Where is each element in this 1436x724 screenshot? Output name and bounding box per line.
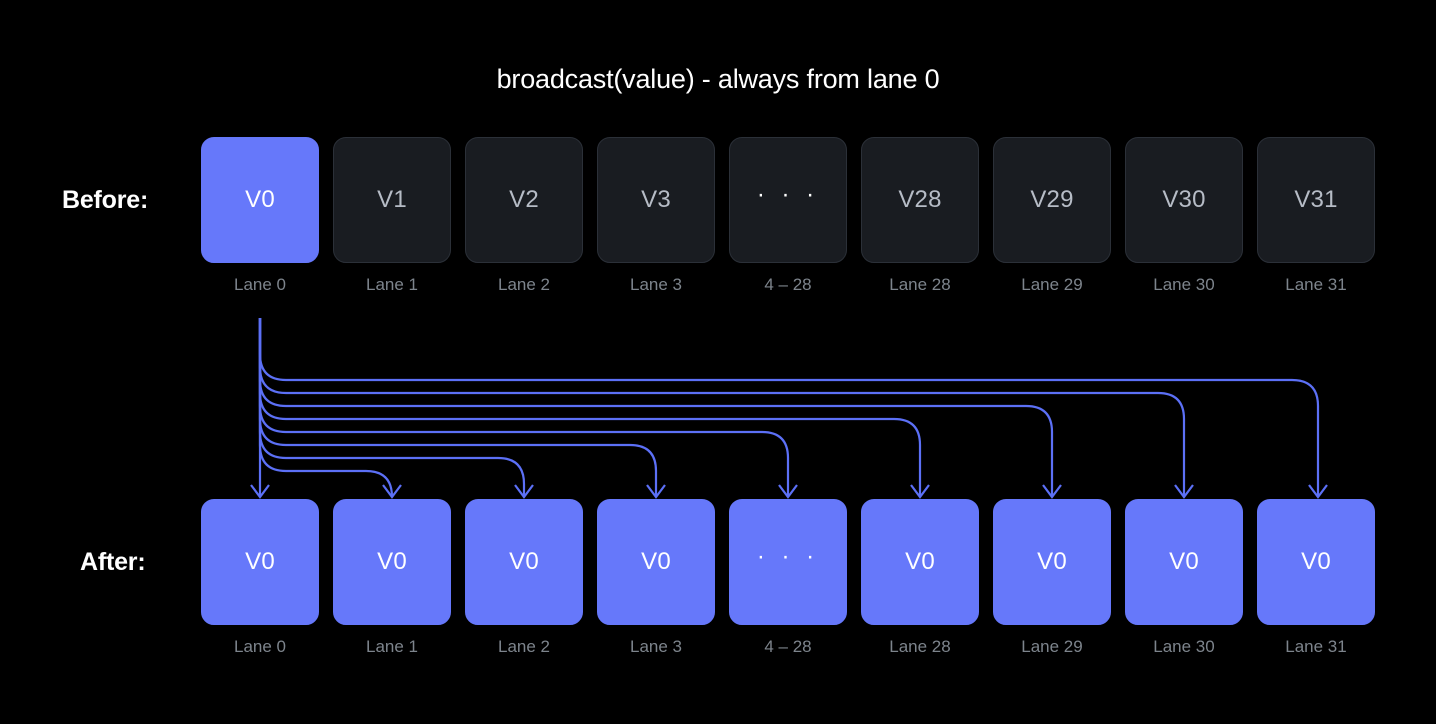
value-cell-after-0: V0 <box>201 499 319 625</box>
broadcast-arrow-to-lane-2-head <box>514 484 534 499</box>
value-cell-after-3: V0 <box>597 499 715 625</box>
value-cell-after-5: V0 <box>861 499 979 625</box>
lane-label-after-0: Lane 0 <box>234 637 286 656</box>
value-cell-before-2: V2 <box>465 137 583 263</box>
diagram-title: broadcast(value) - always from lane 0 <box>496 64 940 94</box>
lane-label-before-7: Lane 30 <box>1153 275 1215 294</box>
cell-value-text: V0 <box>1169 548 1199 575</box>
lane-label-before-3: Lane 3 <box>630 275 682 294</box>
lane-label-after-3: Lane 3 <box>630 637 682 656</box>
after-row-label: After: <box>80 548 146 576</box>
broadcast-arrow-to-lane-1-head <box>382 484 402 499</box>
broadcast-arrow-to-lane-7 <box>258 318 1186 497</box>
broadcast-arrow-to-lane-6 <box>258 318 1054 497</box>
lane-label-before-2: Lane 2 <box>498 275 550 294</box>
lane-before-4: · · · 4 – 28 <box>729 137 847 294</box>
lane-label-after-8: Lane 31 <box>1285 637 1347 656</box>
lane-label-after-1: Lane 1 <box>366 637 418 656</box>
cell-value-text: V0 <box>1037 548 1067 575</box>
value-cell-after-8: V0 <box>1257 499 1375 625</box>
value-cell-before-0: V0 <box>201 137 319 263</box>
broadcast-arrow-to-lane-0-head <box>250 484 270 499</box>
cell-value-text: V30 <box>1162 186 1206 213</box>
broadcast-arrow-to-lane-5-head <box>910 484 930 499</box>
lane-after-4: · · · 4 – 28 <box>729 499 847 656</box>
value-cell-after-6: V0 <box>993 499 1111 625</box>
lane-label-after-6: Lane 29 <box>1021 637 1083 656</box>
cell-value-text: V0 <box>377 548 407 575</box>
cell-value-text: V0 <box>245 548 275 575</box>
broadcast-arrow-to-lane-3 <box>258 318 658 497</box>
cell-value-text: V0 <box>641 548 671 575</box>
broadcast-arrow-to-lane-2 <box>258 318 526 497</box>
broadcast-arrow-to-lane-1 <box>258 318 394 498</box>
value-cell-after-1: V0 <box>333 499 451 625</box>
broadcast-arrow-to-lane-6-head <box>1042 484 1062 499</box>
lane-label-before-8: Lane 31 <box>1285 275 1347 294</box>
cell-value-text: V28 <box>898 186 942 213</box>
value-cell-before-8: V31 <box>1257 137 1375 263</box>
ellipsis-cell-after-4: · · · <box>729 499 847 625</box>
value-cell-after-7: V0 <box>1125 499 1243 625</box>
broadcast-arrow-to-lane-4-head <box>778 484 798 499</box>
cell-value-text: V0 <box>245 186 275 213</box>
value-cell-before-6: V29 <box>993 137 1111 263</box>
broadcast-arrow-to-lane-7-head <box>1174 484 1194 499</box>
lane-label-before-5: Lane 28 <box>889 275 951 294</box>
cell-value-text: V1 <box>377 186 407 213</box>
broadcast-arrow-to-lane-3-head <box>646 484 666 499</box>
value-cell-before-1: V1 <box>333 137 451 263</box>
ellipsis-cell-before-4: · · · <box>729 137 847 263</box>
broadcast-arrow-to-lane-5 <box>258 318 922 497</box>
value-cell-before-5: V28 <box>861 137 979 263</box>
lane-label-before-6: Lane 29 <box>1021 275 1083 294</box>
broadcast-arrow-to-lane-4 <box>258 318 790 497</box>
broadcast-arrow-to-lane-8-head <box>1308 484 1328 499</box>
cell-value-text: V2 <box>509 186 539 213</box>
cell-value-text: · · · <box>756 181 820 208</box>
lane-label-before-4: 4 – 28 <box>764 275 812 294</box>
cell-value-text: · · · <box>756 543 820 570</box>
lane-label-after-4: 4 – 28 <box>764 637 812 656</box>
lane-label-before-0: Lane 0 <box>234 275 286 294</box>
broadcast-arrow-to-lane-8 <box>258 318 1320 497</box>
value-cell-before-7: V30 <box>1125 137 1243 263</box>
lane-label-before-1: Lane 1 <box>366 275 418 294</box>
lane-label-after-2: Lane 2 <box>498 637 550 656</box>
cell-value-text: V31 <box>1294 186 1338 213</box>
cell-value-text: V3 <box>641 186 671 213</box>
cell-value-text: V0 <box>509 548 539 575</box>
cell-value-text: V0 <box>1301 548 1331 575</box>
cell-value-text: V0 <box>905 548 935 575</box>
value-cell-after-2: V0 <box>465 499 583 625</box>
lane-label-after-7: Lane 30 <box>1153 637 1215 656</box>
cell-value-text: V29 <box>1030 186 1074 213</box>
lane-label-after-5: Lane 28 <box>889 637 951 656</box>
value-cell-before-3: V3 <box>597 137 715 263</box>
before-row-label: Before: <box>62 186 149 214</box>
